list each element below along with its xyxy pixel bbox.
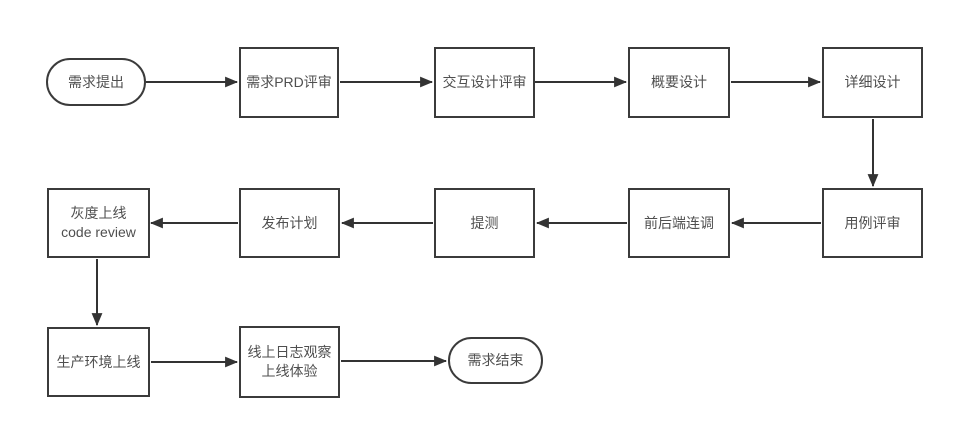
node-fe-be-integration: 前后端连调 [628,188,730,258]
node-high-level-design: 概要设计 [628,47,730,118]
node-label: 需求PRD评审 [246,74,332,90]
node-interaction-review: 交互设计评审 [434,47,535,118]
node-log-observation: 线上日志观察 上线体验 [239,326,340,398]
node-label-line1: 灰度上线 [70,205,127,221]
node-gray-release: 灰度上线 code review [47,188,150,258]
node-start: 需求提出 [46,58,146,106]
node-prd-review: 需求PRD评审 [239,47,339,118]
node-label: 用例评审 [844,214,901,231]
node-detailed-design: 详细设计 [822,47,923,118]
node-label-line1: 线上日志观察 [247,344,332,360]
node-label: 需求提出 [68,73,124,90]
node-label: 详细设计 [844,74,901,90]
node-use-case-review: 用例评审 [822,188,923,258]
node-label: 交互设计评审 [442,74,527,90]
node-release-plan: 发布计划 [239,188,340,258]
node-label: 前后端连调 [644,214,714,231]
node-label: 提测 [470,214,499,231]
node-label-line2: 上线体验 [261,363,318,379]
node-end: 需求结束 [448,337,543,384]
node-label: 概要设计 [651,74,707,90]
node-label: 发布计划 [261,214,318,231]
node-label-line2: code review [61,224,136,240]
node-submit-test: 提测 [434,188,535,258]
node-production-launch: 生产环境上线 [47,327,150,397]
node-label: 生产环境上线 [56,353,141,370]
node-label: 需求结束 [467,352,524,368]
